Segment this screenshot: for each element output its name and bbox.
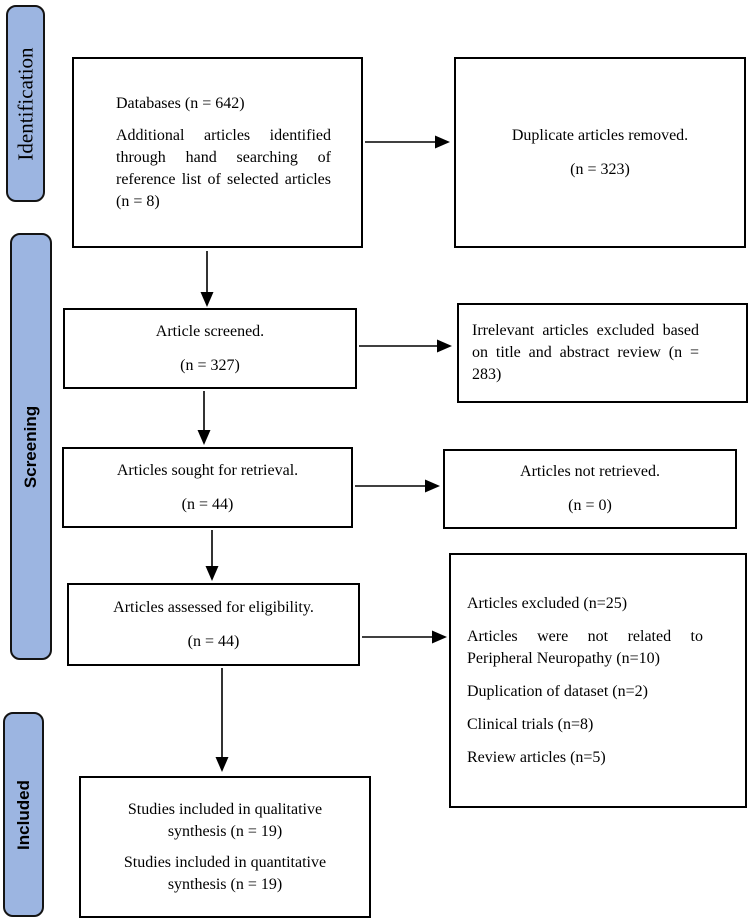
- stage-label-included-text: Included: [13, 779, 33, 850]
- sources-hand-search-count: Additional articles identified through h…: [116, 126, 331, 210]
- qualitative-synthesis-count: Studies included in qualitative synthesi…: [127, 800, 323, 840]
- arrow-sought-to-assessed: [205, 530, 219, 581]
- articles-assessed-count: (n = 44): [187, 632, 240, 650]
- box-articles-screened: Article screened. (n = 327): [63, 308, 357, 389]
- stage-label-included: Included: [3, 712, 44, 917]
- box-identified-sources: Databases (n = 642) Additional articles …: [72, 57, 363, 248]
- irrelevant-excluded-text: Irrelevant articles excluded based on ti…: [472, 322, 699, 383]
- box-articles-sought-retrieval: Articles sought for retrieval. (n = 44): [62, 447, 353, 528]
- box-irrelevant-excluded: Irrelevant articles excluded based on ti…: [457, 303, 748, 403]
- box-articles-not-retrieved: Articles not retrieved. (n = 0): [443, 449, 737, 529]
- duplicates-removed-label: Duplicate articles removed.: [511, 126, 689, 144]
- box-articles-assessed-eligibility: Articles assessed for eligibility. (n = …: [67, 583, 360, 666]
- excluded-clinical-trials: Clinical trials (n=8): [467, 715, 594, 733]
- arrow-sought-to-notretrieved: [355, 479, 440, 493]
- quantitative-synthesis-count: Studies included in quantitative synthes…: [123, 853, 327, 893]
- box-exclusion-reasons: Articles excluded (n=25) Articles were n…: [449, 553, 747, 808]
- stage-label-screening: Screening: [10, 233, 52, 660]
- sources-databases-count: Databases (n = 642): [116, 94, 245, 112]
- stage-label-identification: Identification: [6, 5, 45, 202]
- arrow-sources-to-screened: [200, 251, 214, 307]
- articles-not-retrieved-count: (n = 0): [568, 497, 612, 514]
- stage-label-screening-text: Screening: [21, 405, 40, 488]
- articles-screened-count: (n = 327): [180, 356, 240, 374]
- arrow-assessed-to-excluded: [362, 630, 447, 644]
- arrow-assessed-to-included: [215, 668, 229, 772]
- arrow-screened-to-irrelevant: [359, 339, 452, 353]
- excluded-duplication: Duplication of dataset (n=2): [467, 682, 648, 700]
- duplicates-removed-count: (n = 323): [570, 160, 630, 178]
- arrow-sources-to-duplicates: [365, 135, 450, 149]
- box-duplicates-removed: Duplicate articles removed. (n = 323): [454, 57, 746, 248]
- excluded-not-related: Articles were not related to Peripheral …: [467, 627, 703, 667]
- box-included-studies: Studies included in qualitative synthesi…: [79, 776, 371, 918]
- excluded-review-articles: Review articles (n=5): [467, 748, 606, 766]
- excluded-total: Articles excluded (n=25): [467, 594, 628, 612]
- articles-screened-label: Article screened.: [155, 322, 265, 340]
- articles-sought-count: (n = 44): [181, 495, 234, 513]
- arrow-screened-to-sought: [197, 391, 211, 445]
- stage-label-identification-text: Identification: [13, 46, 37, 161]
- articles-sought-label: Articles sought for retrieval.: [116, 461, 299, 479]
- articles-not-retrieved-label: Articles not retrieved.: [520, 463, 660, 480]
- articles-assessed-label: Articles assessed for eligibility.: [113, 598, 314, 616]
